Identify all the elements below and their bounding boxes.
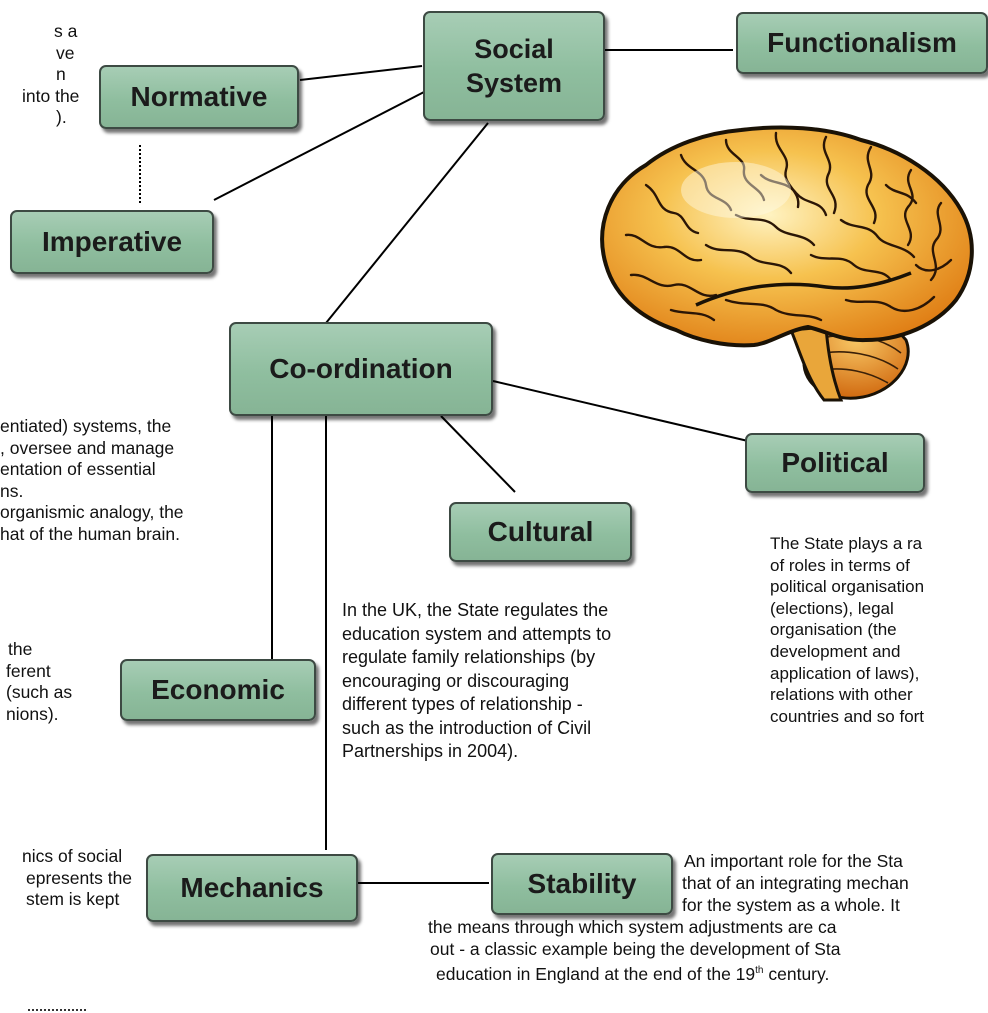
- node-stability[interactable]: Stability: [491, 853, 673, 915]
- node-normative[interactable]: Normative: [99, 65, 299, 129]
- stability-last-sup: th: [755, 965, 764, 976]
- cultural-desc-line: In the UK, the State regulates the: [342, 600, 609, 620]
- cultural-description: In the UK, the State regulates the educa…: [342, 599, 611, 764]
- political-desc-line: The State plays a ra: [770, 534, 923, 553]
- brain-illustration: [600, 125, 974, 402]
- cultural-desc-line: regulate family relationships (by: [342, 647, 596, 667]
- mechanics-desc-line: stem is kept: [26, 889, 120, 909]
- node-social-system-line2: System: [465, 68, 563, 98]
- stability-desc-line: the means through which system adjustmen…: [428, 917, 837, 937]
- line-coordination-cultural: [440, 415, 516, 493]
- mechanics-desc-line: epresents the: [26, 867, 133, 888]
- cultural-desc-line: such as the introduction of Civil: [342, 717, 592, 738]
- stability-last-after: century.: [763, 963, 830, 984]
- coordination-desc-line: ns.: [0, 480, 24, 501]
- political-desc-line: (elections), legal: [770, 598, 894, 618]
- node-coordination[interactable]: Co-ordination: [229, 322, 493, 416]
- coordination-desc-line: entation of essential: [0, 459, 156, 479]
- node-economic[interactable]: Economic: [120, 659, 316, 721]
- stability-last-line: education in England at the end of the 1…: [436, 960, 829, 985]
- political-desc-line: application of laws),: [770, 663, 920, 683]
- political-desc-line: relations with other: [770, 685, 913, 705]
- stability-desc-line: for the system as a whole. It: [682, 895, 900, 915]
- node-functionalism[interactable]: Functionalism: [736, 12, 988, 74]
- line-imperative-social: [213, 91, 425, 201]
- line-social-coordination: [325, 122, 489, 324]
- mechanics-desc-line: nics of social: [22, 846, 123, 866]
- node-social-system-line1: Social: [474, 34, 554, 64]
- political-desc-line: political organisation: [770, 577, 925, 597]
- economic-desc-line: the: [8, 639, 33, 659]
- top-left-line: n: [56, 64, 66, 84]
- line-coordination-political: [492, 380, 749, 442]
- economic-desc-line: ferent: [6, 660, 51, 681]
- cultural-desc-line: education system and attempts to: [342, 623, 612, 644]
- node-cultural[interactable]: Cultural: [449, 502, 632, 562]
- top-left-line: ).: [56, 107, 67, 127]
- cultural-desc-line: encouraging or discouraging: [342, 670, 570, 691]
- coordination-desc-line: , oversee and manage: [0, 437, 175, 458]
- stability-desc-line: that of an integrating mechan: [682, 873, 909, 893]
- cultural-desc-line: Partnerships in 2004).: [342, 741, 519, 761]
- node-political[interactable]: Political: [745, 433, 925, 493]
- stability-last-before: education in England at the end of the 1…: [436, 963, 756, 984]
- political-desc-line: countries and so fort: [770, 706, 925, 726]
- coordination-desc-line: hat of the human brain.: [0, 523, 180, 544]
- cultural-desc-line: different types of relationship -: [342, 694, 583, 714]
- mechanics-description: nics of social epresents the stem is kep…: [0, 846, 132, 911]
- node-social-system[interactable]: Social System: [423, 11, 605, 121]
- political-desc-line: of roles in terms of: [770, 555, 910, 575]
- coordination-desc-line: organismic analogy, the: [0, 502, 184, 522]
- economic-description: the ferent (such as nions).: [0, 639, 72, 725]
- stability-description-right: An important role for the Sta that of an…: [682, 850, 909, 916]
- economic-desc-line: nions).: [6, 703, 59, 724]
- top-left-line: ve: [56, 42, 75, 63]
- line-normative-social: [299, 65, 423, 81]
- coordination-desc-line: entiated) systems, the: [0, 416, 172, 436]
- stability-description-bottom: the means through which system adjustmen…: [428, 916, 841, 960]
- political-desc-line: development and: [770, 641, 901, 661]
- top-left-text: s a ve n into the ).: [0, 21, 92, 129]
- political-description: The State plays a ra of roles in terms o…: [770, 533, 924, 727]
- top-left-line: s a: [54, 21, 78, 41]
- stability-desc-line: An important role for the Sta: [684, 851, 903, 871]
- bottom-left-fragment: [28, 1003, 86, 1013]
- economic-desc-line: (such as: [6, 682, 73, 702]
- political-desc-line: organisation (the: [770, 620, 897, 640]
- node-imperative[interactable]: Imperative: [10, 210, 214, 274]
- coordination-description: entiated) systems, the , oversee and man…: [0, 416, 184, 545]
- node-mechanics[interactable]: Mechanics: [146, 854, 358, 922]
- stability-desc-line: out - a classic example being the develo…: [430, 939, 841, 959]
- top-left-line: into the: [22, 85, 80, 106]
